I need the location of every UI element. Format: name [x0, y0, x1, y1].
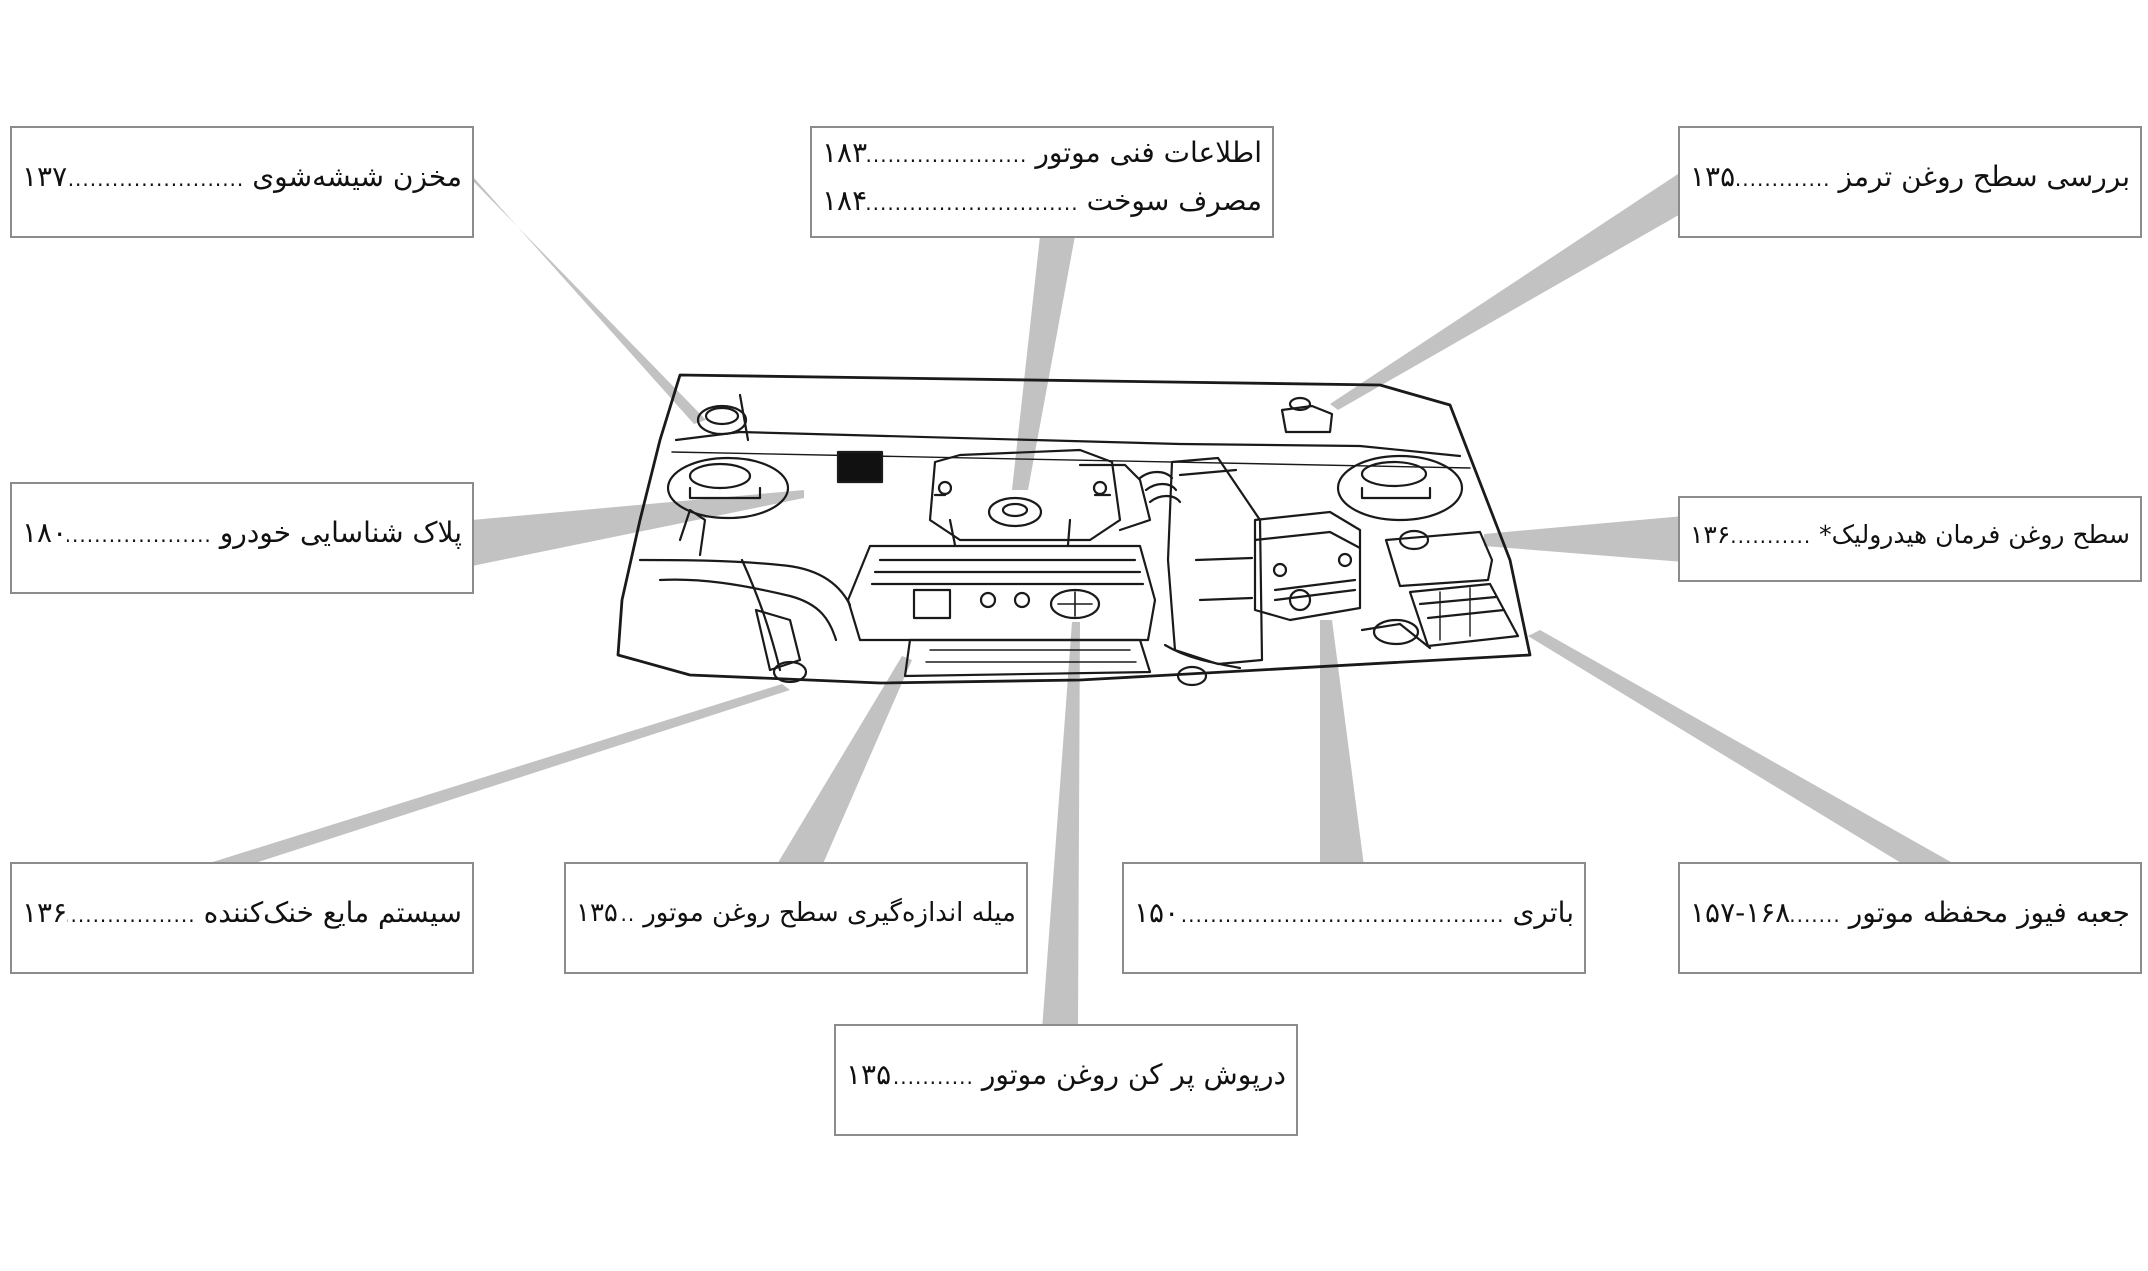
- callout-oil-filler-cap: درپوش پر کن روغن موتور .................…: [834, 1024, 1298, 1136]
- page-number: ۱۸۳: [822, 136, 868, 169]
- leader-brake: [1330, 170, 1684, 410]
- callout-label: پلاک شناسایی خودرو: [219, 516, 462, 549]
- callout-label: جعبه فیوز محفظه موتور: [1848, 896, 2130, 929]
- callout-oil-dipstick: میله اندازه‌گیری سطح روغن موتور ........…: [564, 862, 1028, 974]
- callout-coolant-system: سیستم مایع خنک‌کننده ...................…: [10, 862, 474, 974]
- leader-oilcap: [1042, 622, 1080, 1030]
- callout-label: اطلاعات فنی موتور: [1035, 136, 1262, 169]
- callout-label: میله اندازه‌گیری سطح روغن موتور: [643, 898, 1016, 928]
- page-number: ۱۳۵: [1690, 160, 1736, 193]
- callout-power-steering: سطح روغن فرمان هیدرولیک* ...............…: [1678, 496, 2142, 582]
- page-number: ۱۸۴: [822, 184, 868, 217]
- callout-row: جعبه فیوز محفظه موتور ..................…: [1690, 890, 2130, 938]
- page-number: ۱۳۶: [22, 896, 68, 929]
- callout-label: درپوش پر کن روغن موتور: [981, 1058, 1286, 1091]
- leader-dots: ........................................…: [1730, 524, 1812, 548]
- leader-dots: ........................................…: [67, 523, 212, 547]
- leader-fusebox: [1528, 630, 1958, 866]
- leader-dots: ........................................…: [1790, 903, 1841, 927]
- leader-battery: [1320, 620, 1364, 866]
- leader-dots: ........................................…: [1735, 167, 1831, 191]
- callout-battery: باتری ..................................…: [1122, 862, 1586, 974]
- callout-row: درپوش پر کن روغن موتور .................…: [846, 1052, 1286, 1100]
- leader-dots: ........................................…: [867, 191, 1079, 215]
- leader-dots: ........................................…: [867, 143, 1028, 167]
- engine-bay-drawing: [616, 373, 1532, 687]
- callout-row: باتری ..................................…: [1134, 890, 1574, 938]
- leader-washer: [440, 140, 706, 424]
- page-number: ۱۳۵: [576, 898, 618, 928]
- callout-row: پلاک شناسایی خودرو .....................…: [22, 510, 462, 558]
- callout-label: سطح روغن فرمان هیدرولیک*: [1819, 520, 2130, 549]
- page-number: ۱۵۰: [1134, 896, 1180, 929]
- callout-row: سیستم مایع خنک‌کننده ...................…: [22, 890, 462, 938]
- leader-dipstick: [776, 656, 912, 866]
- callout-row: اطلاعات فنی موتور ......................…: [822, 130, 1262, 178]
- callout-label: مخزن شیشه‌شوی: [252, 160, 462, 193]
- callout-label: باتری: [1512, 896, 1574, 929]
- page-number: ۱۳۶: [1690, 520, 1731, 549]
- callout-label: سیستم مایع خنک‌کننده: [203, 896, 462, 929]
- leader-dots: ........................................…: [891, 1065, 974, 1089]
- callout-washer-reservoir: مخزن شیشه‌شوی ..........................…: [10, 126, 474, 238]
- callout-engine-info: اطلاعات فنی موتور ......................…: [810, 126, 1274, 238]
- page-number: ۱۳۵: [846, 1058, 892, 1091]
- leader-coolant: [200, 684, 790, 866]
- callout-fuse-box: جعبه فیوز محفظه موتور ..................…: [1678, 862, 2142, 974]
- page-number: ۱۳۷: [22, 160, 68, 193]
- callout-label: مصرف سوخت: [1086, 184, 1262, 217]
- page-number: ۱۵۷-۱۶۸: [1690, 896, 1791, 929]
- callout-row: مصرف سوخت ..............................…: [822, 178, 1262, 226]
- leader-dots: ........................................…: [67, 167, 245, 191]
- callout-row: سطح روغن فرمان هیدرولیک* ...............…: [1690, 512, 2130, 559]
- leader-engine: [1012, 236, 1075, 490]
- callout-row: مخزن شیشه‌شوی ..........................…: [22, 154, 462, 202]
- callout-vin-plate: پلاک شناسایی خودرو .....................…: [10, 482, 474, 594]
- callout-brake-fluid: بررسی سطح روغن ترمز ....................…: [1678, 126, 2142, 238]
- callout-label: بررسی سطح روغن ترمز: [1838, 160, 2130, 193]
- leader-dots: ........................................…: [618, 902, 636, 926]
- leader-dots: ........................................…: [1179, 903, 1505, 927]
- callout-row: بررسی سطح روغن ترمز ....................…: [1690, 154, 2130, 202]
- callout-leaders: [200, 140, 1958, 1030]
- callout-row: میله اندازه‌گیری سطح روغن موتور ........…: [576, 890, 1016, 937]
- page-number: ۱۸۰: [22, 516, 68, 549]
- leader-dots: ........................................…: [67, 903, 196, 927]
- leader-steering: [1484, 516, 1684, 562]
